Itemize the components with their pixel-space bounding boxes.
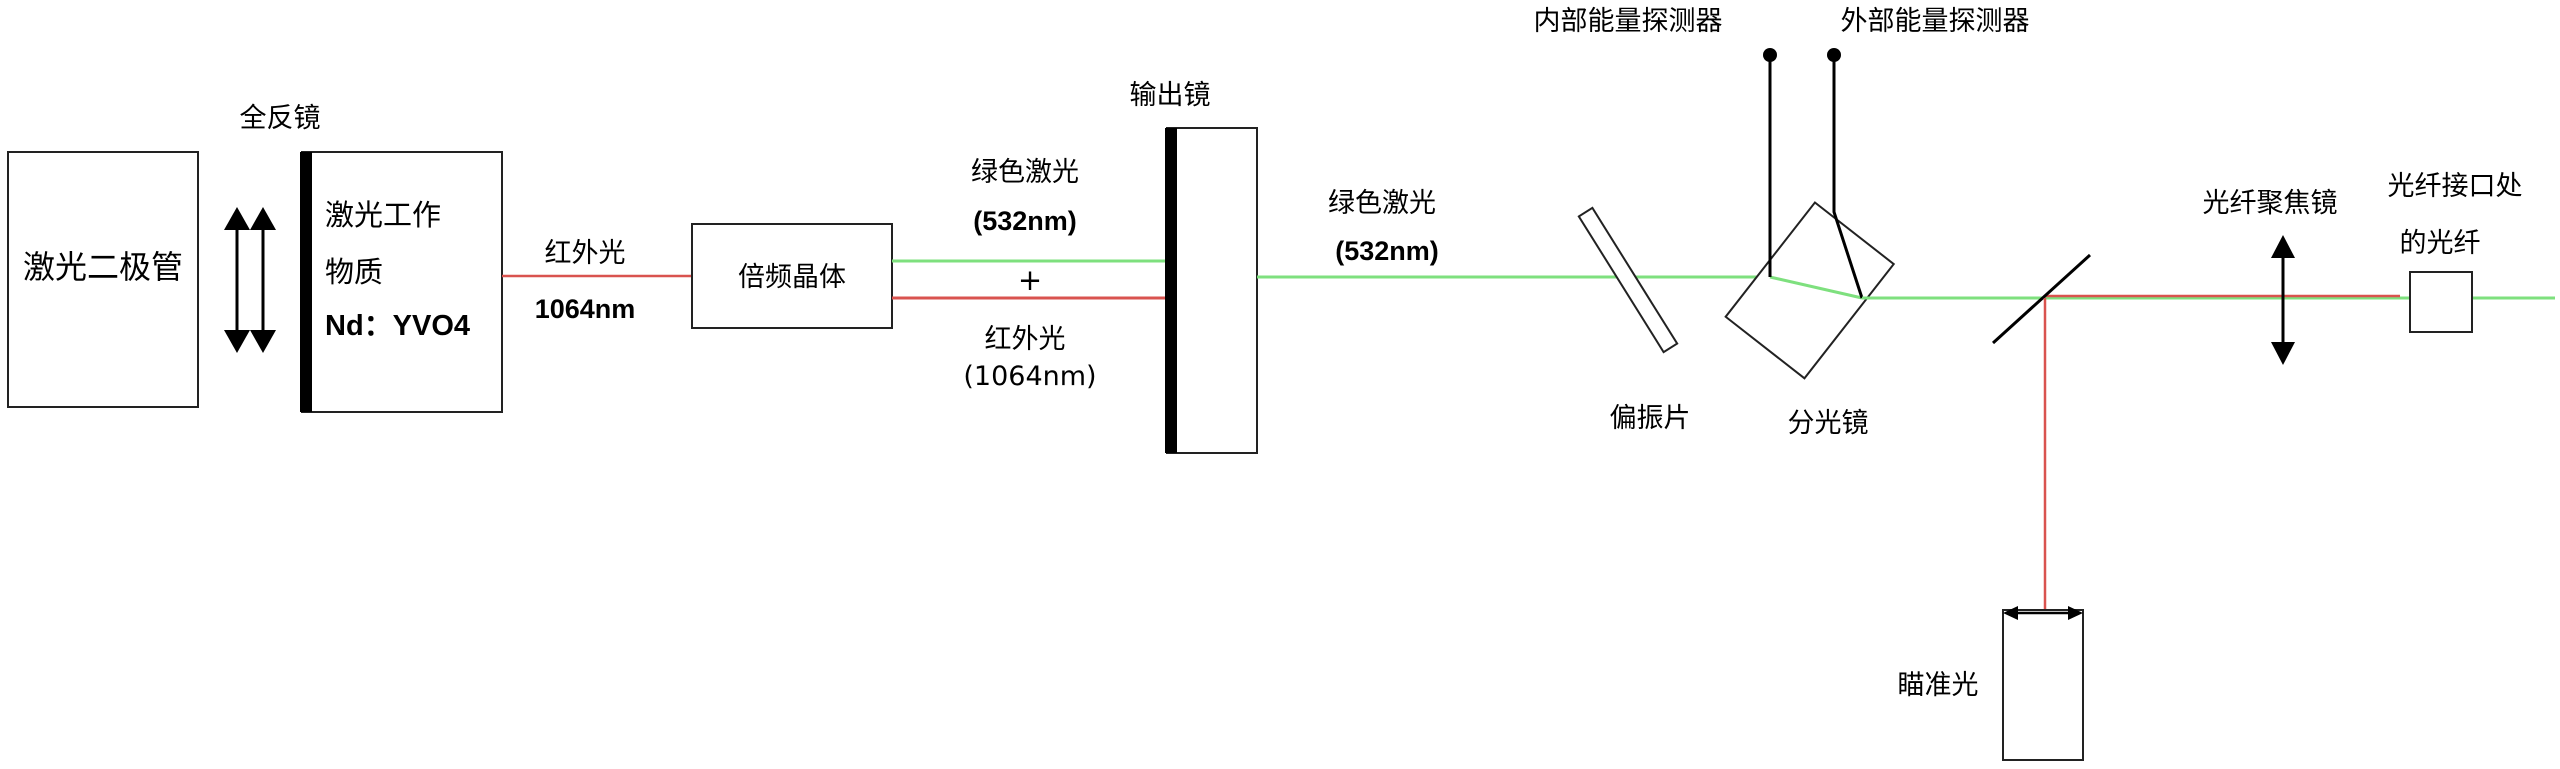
- beam-splitter-box: [1724, 201, 1896, 380]
- fiber-focus-lens-label: 光纤聚焦镜: [2203, 188, 2338, 219]
- gain-medium-box: [301, 151, 503, 413]
- beam-splitter-label: 分光镜: [1788, 408, 1869, 439]
- full-mirror-arrows-icon: [224, 207, 276, 353]
- infrared-label: 红外光: [545, 238, 626, 269]
- laser-diode-label: 激光二极管: [23, 248, 183, 286]
- aiming-light-width-arrow-icon: [2003, 606, 2083, 620]
- full-mirror-label: 全反镜: [240, 103, 321, 134]
- aiming-combiner-mirror: [1991, 253, 2092, 345]
- infrared-label-2: 红外光: [985, 324, 1066, 355]
- external-detector-probe: [1827, 48, 1864, 299]
- laser-diode-box: [7, 151, 199, 408]
- gain-medium-label-2: 物质: [325, 255, 383, 289]
- internal-detector-label: 内部能量探测器: [1534, 6, 1723, 37]
- green-laser-label-2: 绿色激光: [1328, 188, 1436, 219]
- full-mirror-bar: [300, 152, 312, 412]
- doubling-crystal-box: [691, 223, 893, 329]
- polarizer-label: 偏振片: [1610, 403, 1691, 434]
- aiming-light-label: 瞄准光: [1898, 670, 1979, 701]
- output-mirror-label: 输出镜: [1130, 80, 1211, 111]
- aiming-light-box: [2002, 609, 2084, 761]
- fiber-interface-box: [2409, 271, 2473, 333]
- beam-splitter-inner-beam: [1769, 275, 1863, 300]
- green-wavelength-label: (532nm): [973, 206, 1077, 236]
- doubling-crystal-label: 倍频晶体: [738, 262, 846, 293]
- internal-detector-probe: [1763, 48, 1777, 277]
- gain-medium-label-1: 激光工作: [325, 198, 441, 232]
- fiber-interface-label-2: 的光纤: [2400, 228, 2481, 259]
- external-detector-label: 外部能量探测器: [1841, 6, 2030, 37]
- output-mirror-bar: [1165, 128, 1177, 453]
- polarizer-plate: [1577, 206, 1679, 354]
- infrared-wavelength-label: 1064nm: [535, 294, 636, 324]
- green-laser-label: 绿色激光: [971, 157, 1079, 188]
- fiber-interface-label-1: 光纤接口处: [2388, 171, 2523, 202]
- fiber-focus-lens-icon: [2271, 235, 2295, 365]
- infrared-wavelength-label-2: (1064nm): [963, 361, 1096, 392]
- output-mirror-box: [1166, 127, 1258, 454]
- plus-sign: +: [1018, 263, 1042, 297]
- gain-medium-label-3: Nd：YVO4: [325, 310, 470, 342]
- green-wavelength-label-2: (532nm): [1335, 236, 1439, 266]
